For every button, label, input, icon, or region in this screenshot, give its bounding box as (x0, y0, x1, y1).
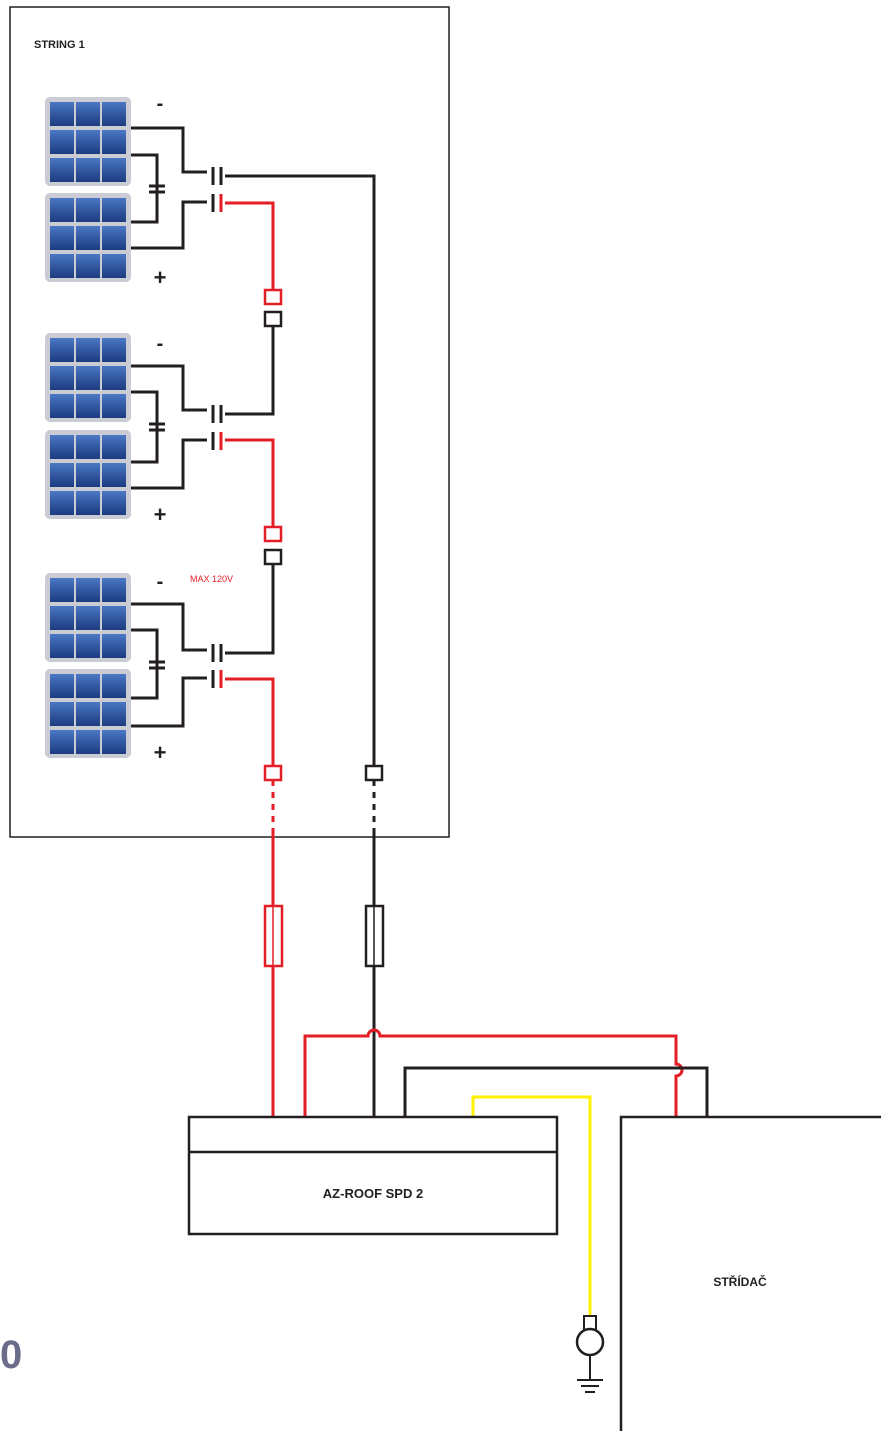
solar-cell (50, 394, 74, 418)
solar-cell (102, 463, 126, 487)
solar-cell (50, 674, 74, 698)
solar-panel-icon (45, 573, 131, 662)
solar-cell (102, 158, 126, 182)
solar-cell (102, 394, 126, 418)
max-voltage-label: MAX 120V (190, 574, 233, 584)
plus-sign: + (154, 740, 167, 765)
solar-cell (50, 102, 74, 126)
solar-cell (76, 254, 100, 278)
solar-cell (50, 254, 74, 278)
solar-cell (50, 491, 74, 515)
panel-group-1: - + (130, 93, 223, 290)
solar-panel-icon (45, 333, 131, 422)
solar-cell (76, 435, 100, 459)
ground-icon (575, 1315, 605, 1393)
solar-cell (76, 198, 100, 222)
plus-sign: + (154, 502, 167, 527)
solar-panel-icon (45, 97, 131, 186)
solar-cell (102, 435, 126, 459)
solar-cell (102, 491, 126, 515)
solar-cell (76, 102, 100, 126)
solar-cell (102, 198, 126, 222)
solar-cell (76, 730, 100, 754)
solar-panel-icon (45, 669, 131, 758)
solar-cell (102, 130, 126, 154)
solar-cell (102, 102, 126, 126)
solar-cell (50, 463, 74, 487)
solar-cell (102, 606, 126, 630)
solar-cell (102, 366, 126, 390)
solar-cell (50, 130, 74, 154)
solar-cell (102, 730, 126, 754)
solar-panel-icon (45, 430, 131, 519)
solar-cell (76, 702, 100, 726)
solar-cell (102, 702, 126, 726)
minus-sign: - (157, 571, 164, 593)
solar-cell (76, 674, 100, 698)
solar-cell (50, 606, 74, 630)
solar-cell (76, 634, 100, 658)
connector-icon (263, 525, 283, 543)
panel-group-3: - + MAX 120V (130, 571, 233, 765)
solar-cell (102, 634, 126, 658)
solar-cell (76, 158, 100, 182)
connector-icon (263, 310, 283, 328)
solar-cell (76, 578, 100, 602)
panel-group-2: - + (130, 333, 223, 527)
connector-icon (263, 548, 283, 566)
solar-cell (76, 338, 100, 362)
connector-icon (263, 764, 283, 782)
solar-cell (76, 366, 100, 390)
minus-sign: - (157, 333, 164, 355)
solar-cell (50, 338, 74, 362)
string-label: STRING 1 (34, 39, 85, 51)
inverter-label: STŘÍDAČ (713, 1274, 767, 1289)
solar-cell (50, 366, 74, 390)
string-enclosure (9, 6, 450, 838)
solar-cell (50, 158, 74, 182)
solar-panels (45, 97, 131, 758)
solar-cell (50, 198, 74, 222)
solar-cell (76, 226, 100, 250)
solar-cell (76, 463, 100, 487)
solar-cell (102, 674, 126, 698)
minus-sign: - (157, 93, 164, 115)
inverter-box: STŘÍDAČ (619, 1115, 881, 1431)
solar-cell (102, 226, 126, 250)
solar-cell (76, 491, 100, 515)
solar-cell (50, 702, 74, 726)
connector-icon (263, 288, 283, 306)
spd-label: AZ-ROOF SPD 2 (323, 1186, 423, 1201)
page-number: 0 (0, 1333, 23, 1377)
solar-cell (50, 634, 74, 658)
solar-cell (102, 338, 126, 362)
solar-cell (76, 394, 100, 418)
solar-cell (76, 606, 100, 630)
solar-cell (102, 254, 126, 278)
solar-cell (102, 578, 126, 602)
plus-sign: + (154, 265, 167, 290)
solar-panel-icon (45, 193, 131, 282)
solar-cell (50, 578, 74, 602)
solar-cell (50, 226, 74, 250)
solar-cell (76, 130, 100, 154)
connector-icon (364, 764, 384, 782)
solar-cell (50, 730, 74, 754)
string-wiring (225, 174, 384, 832)
spd-box: AZ-ROOF SPD 2 (187, 1115, 559, 1236)
solar-cell (50, 435, 74, 459)
dc-cables (263, 832, 709, 1316)
